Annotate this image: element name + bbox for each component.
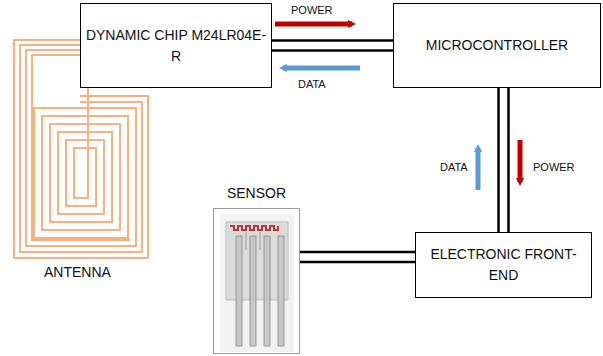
sensor-picture — [220, 214, 294, 352]
block-box: DYNAMIC CHIP M24LR04E-R — [80, 3, 272, 88]
double-wire — [300, 252, 415, 262]
power-arrow — [518, 140, 523, 182]
block-label: DYNAMIC CHIP M24LR04E-R — [81, 25, 271, 67]
signal-label: DATA — [440, 161, 468, 173]
power-arrow — [275, 22, 352, 27]
signal-label: POWER — [291, 4, 333, 16]
signal-label: POWER — [533, 161, 575, 173]
block-box: ELECTRONIC FRONT-END — [415, 232, 592, 298]
block-label: ELECTRONIC FRONT-END — [416, 244, 591, 286]
data-arrow — [283, 66, 360, 71]
sensor-heading: SENSOR — [214, 183, 299, 204]
data-arrow — [476, 148, 481, 190]
block-label: MICROCONTROLLER — [422, 35, 572, 56]
sensor-frame: SENSOR — [213, 208, 300, 354]
block-box: MICROCONTROLLER — [393, 3, 601, 88]
double-wire — [272, 41, 393, 51]
antenna-label: ANTENNA — [44, 264, 111, 280]
signal-label: DATA — [298, 78, 326, 90]
double-wire — [499, 88, 509, 232]
